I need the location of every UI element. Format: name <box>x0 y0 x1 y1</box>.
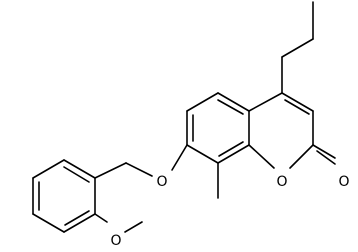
benzo-ring <box>186 92 250 164</box>
methoxy-bond <box>94 213 143 233</box>
ether-linkage <box>125 144 188 177</box>
methoxyphenyl-ring <box>32 159 127 233</box>
carbonyl-oxygen-label: O <box>338 174 349 190</box>
pyranone-ring <box>248 92 314 169</box>
propyl-chain <box>281 1 314 94</box>
ring-oxygen-label: O <box>276 174 287 190</box>
ether-oxygen-label: O <box>156 174 167 190</box>
carbonyl-bond <box>312 144 336 165</box>
methoxy-oxygen-label: O <box>110 233 121 249</box>
